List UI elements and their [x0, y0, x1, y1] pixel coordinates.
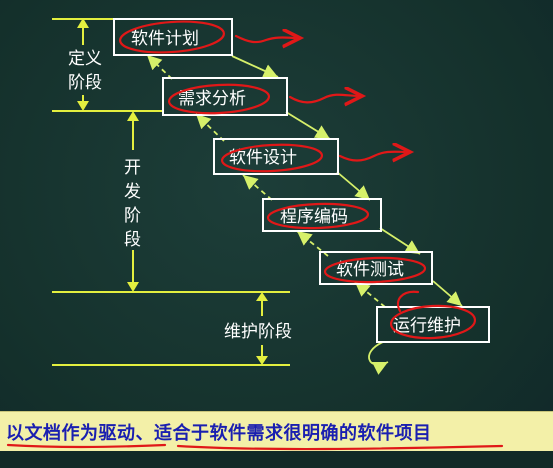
forward-arrows	[231, 55, 463, 307]
step-plan-label: 软件计划	[131, 29, 199, 49]
arrow-plan-to-analysis	[231, 55, 279, 78]
development-arrow-down	[127, 282, 139, 292]
development-stage-char-2: 发	[124, 182, 141, 202]
summary-banner-text: 以文档作为驱动、适合于软件需求很明确的软件项目	[6, 423, 432, 444]
maintain-self-loop	[368, 341, 389, 375]
step-coding-label: 程序编码	[280, 207, 348, 227]
step-maintain-label: 运行维护	[393, 316, 461, 336]
step-analysis: 需求分析	[162, 77, 288, 116]
bottom-strip	[0, 451, 553, 468]
definition-stage-label-2: 阶段	[68, 73, 102, 93]
stage-scale	[52, 18, 290, 366]
maintenance-arrow-down	[256, 356, 268, 365]
definition-stage-label-1: 定义	[68, 49, 102, 69]
annotation-circle-testing	[323, 256, 427, 284]
annotation-circle-analysis	[167, 83, 271, 115]
definition-arrow-down	[77, 101, 89, 111]
arrow-coding-to-testing	[379, 227, 421, 255]
feedback-testing-to-coding	[296, 230, 329, 257]
step-testing: 软件测试	[319, 251, 433, 285]
step-design: 软件设计	[213, 138, 339, 175]
maintenance-stage-label: 维护阶段	[224, 322, 292, 342]
step-design-label: 软件设计	[229, 148, 297, 168]
annotation-circle-plan	[119, 20, 225, 54]
annotation-arrow-design	[338, 152, 408, 161]
feedback-coding-to-design	[242, 174, 273, 201]
annotation-curl-maintain	[396, 290, 420, 313]
feedback-arrows	[146, 54, 386, 308]
development-stage-char-1: 开	[124, 158, 141, 178]
arrow-testing-to-maintain	[432, 280, 463, 307]
arrow-analysis-to-design	[285, 111, 331, 140]
red-annotations	[119, 20, 477, 340]
feedback-maintain-to-testing	[354, 281, 386, 308]
development-stage-char-3: 阶	[124, 206, 141, 226]
annotation-circle-maintain	[389, 304, 477, 340]
definition-arrow-up	[77, 18, 89, 28]
annotation-arrow-plan	[234, 36, 298, 42]
feedback-analysis-to-plan	[146, 54, 173, 80]
feedback-design-to-analysis	[195, 113, 225, 142]
summary-banner: 以文档作为驱动、适合于软件需求很明确的软件项目	[0, 411, 553, 452]
step-coding: 程序编码	[262, 198, 382, 232]
step-testing-label: 软件测试	[336, 260, 404, 280]
step-plan: 软件计划	[113, 18, 233, 56]
annotation-circle-design	[220, 143, 324, 173]
annotation-circle-coding	[266, 202, 370, 230]
annotation-arrow-analysis	[288, 95, 360, 103]
step-analysis-label: 需求分析	[178, 89, 246, 109]
development-stage-char-4: 段	[124, 230, 141, 250]
arrow-design-to-coding	[336, 171, 371, 201]
development-arrow-up	[127, 111, 139, 121]
scale-arrowheads	[77, 18, 268, 365]
maintenance-arrow-up	[256, 292, 268, 301]
